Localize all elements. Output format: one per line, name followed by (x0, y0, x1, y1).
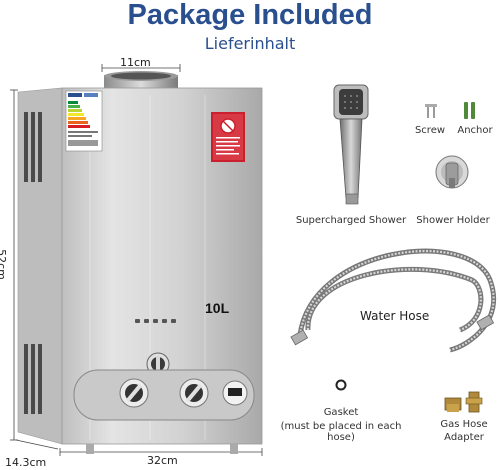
water-hose-caption: Water Hose (360, 309, 430, 323)
screw-illustration (425, 104, 437, 118)
gasket-note: (must be placed in each hose) (280, 421, 402, 443)
dimension-depth-label: 14.3cm (5, 456, 47, 469)
gas-hose-adapter-illustration (444, 391, 483, 413)
gasket-illustration (335, 379, 347, 391)
water-heater (17, 71, 263, 454)
water-hose-illustration (290, 248, 497, 353)
page-subtitle: Lieferinhalt (204, 34, 296, 53)
shower-head-illustration (333, 84, 369, 205)
anchor-caption: Anchor (457, 125, 493, 136)
gasket-caption: Gasket (323, 407, 359, 418)
shower-holder-caption: Shower Holder (416, 215, 490, 226)
gas-hose-adapter-caption-line2: Adapter (444, 432, 484, 443)
page-title: Package Included (127, 0, 373, 31)
dimension-width-bottom-label: 32cm (147, 454, 178, 467)
dimension-height-label: 52cm (0, 249, 8, 280)
gas-hose-adapter-caption-line1: Gas Hose (440, 419, 488, 430)
capacity-label: 10L (205, 300, 230, 316)
screw-caption: Screw (414, 125, 446, 136)
shower-caption: Supercharged Shower (295, 215, 407, 226)
shower-holder-illustration (435, 155, 469, 189)
dimension-width-top-label: 11cm (120, 56, 151, 69)
anchor-illustration (464, 102, 475, 119)
